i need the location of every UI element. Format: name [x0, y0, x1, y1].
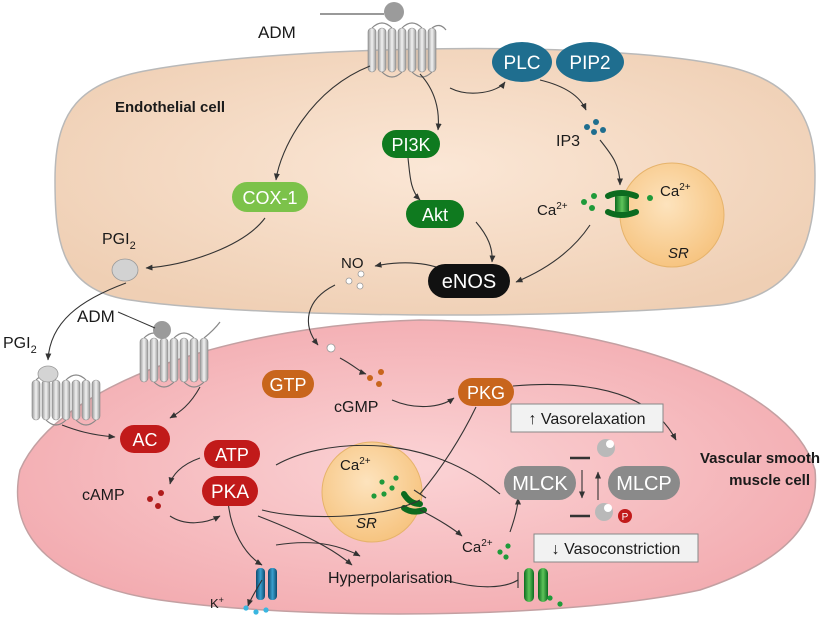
adm-label-top: ADM [258, 23, 296, 42]
svg-text:PKA: PKA [211, 482, 249, 503]
svg-text:Akt: Akt [422, 205, 448, 225]
hyperpolarisation-label: Hyperpolarisation [328, 570, 453, 587]
svg-text:GTP: GTP [269, 375, 306, 395]
no-molecules [326, 270, 365, 353]
adm-label-bottom: ADM [77, 307, 115, 326]
node-plc: PLC [492, 42, 552, 82]
cgmp-label: cGMP [334, 399, 378, 416]
ca-cyto-bottom-label: Ca2+ [462, 538, 493, 556]
svg-text:PI3K: PI3K [391, 135, 430, 155]
phosphate-badge [618, 509, 632, 523]
svg-text:eNOS: eNOS [442, 271, 496, 293]
node-gtp: GTP [262, 370, 314, 398]
sr-top-label: SR [668, 245, 689, 262]
node-pkg: PKG [458, 378, 514, 406]
ca-sr-top-label: Ca2+ [660, 182, 691, 200]
node-mlcp: MLCP [608, 466, 680, 500]
node-akt: Akt [406, 200, 464, 228]
node-pip2: PIP2 [556, 42, 624, 82]
svg-text:↑ Vasorelaxation: ↑ Vasorelaxation [528, 411, 645, 428]
myosin-light-chain-top [597, 439, 615, 457]
svg-text:MLCK: MLCK [512, 473, 568, 495]
pgi2-receptor [31, 365, 101, 426]
cgmp-molecules [367, 369, 384, 387]
potassium-label: K+ [210, 595, 224, 611]
svg-text:PIP2: PIP2 [569, 53, 610, 74]
calcium-channel-endothelial [605, 190, 639, 218]
myosin-light-chain-bottom: P [595, 503, 632, 523]
node-ac: AC [120, 425, 170, 453]
pgi2-top-label: PGI2 [102, 231, 136, 252]
vsm-cell-label-line2: muscle cell [729, 472, 810, 489]
camp-label: cAMP [82, 487, 125, 504]
calcium-ions-endothelial [581, 193, 653, 211]
node-mlck: MLCK [504, 466, 576, 500]
ca-sr-bottom-label: Ca2+ [340, 456, 371, 474]
svg-text:ATP: ATP [215, 445, 249, 465]
pgi2-molecule-top [111, 258, 139, 282]
calcium-ions-cytosol-bottom [497, 543, 563, 607]
sr-bottom-label: SR [356, 515, 377, 532]
ip3-molecules [584, 119, 606, 135]
adm-receptor-top [367, 2, 447, 78]
calcium-channel-membrane [524, 568, 548, 602]
svg-text:MLCP: MLCP [616, 473, 672, 495]
node-atp: ATP [204, 440, 260, 468]
camp-molecules [147, 490, 164, 509]
vasoconstriction-box: ↓ Vasoconstriction [533, 533, 699, 563]
ca-cyto-top-label: Ca2+ [537, 201, 568, 219]
potassium-ions [243, 605, 269, 615]
endothelial-cell-label: Endothelial cell [115, 99, 225, 116]
node-cox1: COX-1 [232, 182, 308, 212]
node-pka: PKA [202, 476, 258, 506]
calcium-ions-sr-bottom [371, 475, 399, 499]
vasorelaxation-box: ↑ Vasorelaxation [510, 403, 664, 433]
pgi2-left-label: PGI2 [3, 335, 37, 356]
svg-text:COX-1: COX-1 [242, 188, 297, 208]
ip3-label: IP3 [556, 133, 580, 150]
svg-text:PLC: PLC [504, 53, 541, 74]
node-enos: eNOS [428, 264, 510, 298]
adm-receptor-bottom [139, 321, 221, 388]
phosphate-label: P [622, 512, 629, 523]
vsm-cell-label-line1: Vascular smooth [700, 450, 820, 467]
svg-text:AC: AC [132, 430, 157, 450]
node-pi3k: PI3K [382, 130, 440, 158]
svg-text:PKG: PKG [467, 383, 505, 403]
potassium-channel [256, 568, 277, 600]
svg-text:↓ Vasoconstriction: ↓ Vasoconstriction [552, 541, 681, 558]
no-label: NO [341, 255, 364, 272]
